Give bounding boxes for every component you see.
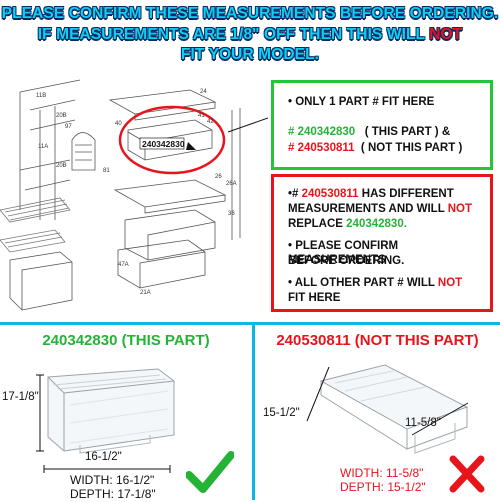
red-box-line-6: • ALL OTHER PART # WILL NOT [288, 276, 462, 290]
header-banner: PLEASE CONFIRM THESE MEASUREMENTS BEFORE… [0, 0, 500, 70]
this-part-spec-depth: DEPTH: 17-1/8" [70, 487, 156, 501]
svg-text:36: 36 [228, 211, 235, 217]
callout-part-number: 240342830 [142, 139, 185, 149]
this-part-depth-dimension: 17-1/8" [2, 391, 39, 403]
svg-text:97: 97 [65, 124, 72, 130]
svg-text:20B: 20B [56, 113, 67, 119]
not-this-part-width-bracket [411, 402, 469, 436]
red-info-box: •# 240530811 HAS DIFFERENT MEASUREMENTS … [271, 174, 493, 312]
red-box-line-2: MEASUREMENTS AND WILL NOT [288, 202, 472, 216]
svg-text:11A: 11A [38, 144, 48, 150]
left-panel: 17-1/8" 16-1/2" WIDTH: 16-1/2" DEPTH: 17… [0, 355, 252, 501]
part-b-note: ( NOT THIS PART ) [360, 142, 463, 154]
part-a-note: ( THIS PART ) & [364, 126, 451, 138]
header-not-word: NOT [429, 26, 463, 43]
check-mark-icon [186, 451, 234, 493]
red-box-l3-part: 240342830. [346, 218, 407, 230]
green-info-box: • ONLY 1 PART # FIT HERE # 240342830 ( T… [271, 80, 493, 170]
part-a-number: # 240342830 [288, 126, 356, 138]
svg-text:21A: 21A [140, 290, 151, 296]
svg-text:81: 81 [103, 168, 110, 174]
red-box-l2-pre: MEASUREMENTS AND WILL [288, 203, 448, 215]
this-part-width-dimension: 16-1/2" [85, 451, 122, 463]
this-part-width-bracket [43, 465, 171, 473]
red-box-line-3: REPLACE 240342830. [288, 217, 407, 231]
not-this-part-spec-depth: DEPTH: 15-1/2" [340, 480, 426, 494]
svg-text:24: 24 [200, 89, 207, 95]
not-this-part-depth-bracket [306, 366, 330, 422]
header-line-2: IF MEASUREMENTS ARE 1/8" OFF THEN THIS W… [0, 26, 500, 44]
red-box-l3-pre: REPLACE [288, 218, 347, 230]
red-box-l1-part: 240530811 [301, 188, 359, 200]
svg-text:20B: 20B [56, 163, 67, 169]
fridge-exploded-diagram: 240342830 11B 20B 97 11A 20B 24 40 42 41… [0, 79, 268, 311]
vertical-divider [252, 322, 255, 500]
this-part-spec-width: WIDTH: 16-1/2" [70, 473, 155, 487]
svg-text:42: 42 [207, 119, 214, 125]
horizontal-divider [0, 322, 500, 325]
red-box-line-1: •# 240530811 HAS DIFFERENT [288, 187, 454, 201]
left-panel-title: 240342830 (THIS PART) [42, 332, 210, 349]
part-b-number: # 240530811 [288, 142, 355, 154]
green-box-part-b-line: # 240530811 ( NOT THIS PART ) [288, 141, 462, 155]
header-line-2-text: IF MEASUREMENTS ARE 1/8" OFF THEN THIS W… [37, 26, 430, 43]
header-line-1: PLEASE CONFIRM THESE MEASUREMENTS BEFORE… [1, 5, 499, 22]
not-this-part-depth-dimension: 15-1/2" [263, 407, 300, 419]
this-part-drawer-image [47, 368, 175, 454]
svg-text:40: 40 [115, 121, 122, 127]
red-box-l1-pre: •# [288, 188, 302, 200]
this-part-depth-bracket [36, 374, 44, 452]
svg-text:26: 26 [215, 174, 222, 180]
svg-text:41: 41 [198, 113, 205, 119]
right-panel: 15-1/2" 11-5/8" WIDTH: 11-5/8" DEPTH: 15… [255, 355, 500, 500]
header-line-3: FIT YOUR MODEL. [180, 46, 320, 63]
right-panel-title: 240530811 (NOT THIS PART) [276, 332, 479, 349]
green-box-bullet-1: • ONLY 1 PART # FIT HERE [288, 96, 435, 108]
red-box-l6-not: NOT [437, 277, 463, 289]
red-box-line-5: BEFORE ORDERING. [288, 255, 405, 267]
svg-text:47A: 47A [118, 262, 129, 268]
red-box-l2-not: NOT [447, 203, 473, 215]
red-box-l6-pre: • ALL OTHER PART # WILL [288, 277, 438, 289]
svg-text:26A: 26A [226, 181, 237, 187]
red-box-l1-post: HAS DIFFERENT [358, 188, 454, 200]
not-this-part-width-dimension: 11-5/8" [405, 417, 441, 429]
not-this-part-spec-width: WIDTH: 11-5/8" [340, 466, 424, 480]
green-box-part-a-line: # 240342830 ( THIS PART ) & [288, 125, 450, 139]
red-box-line-4: • PLEASE CONFIRM MEASUREMENTS [288, 240, 399, 266]
callout-circle [118, 105, 226, 175]
x-mark-icon [449, 455, 485, 493]
red-box-line-7: FIT HERE [288, 292, 341, 304]
svg-text:11B: 11B [36, 93, 46, 99]
